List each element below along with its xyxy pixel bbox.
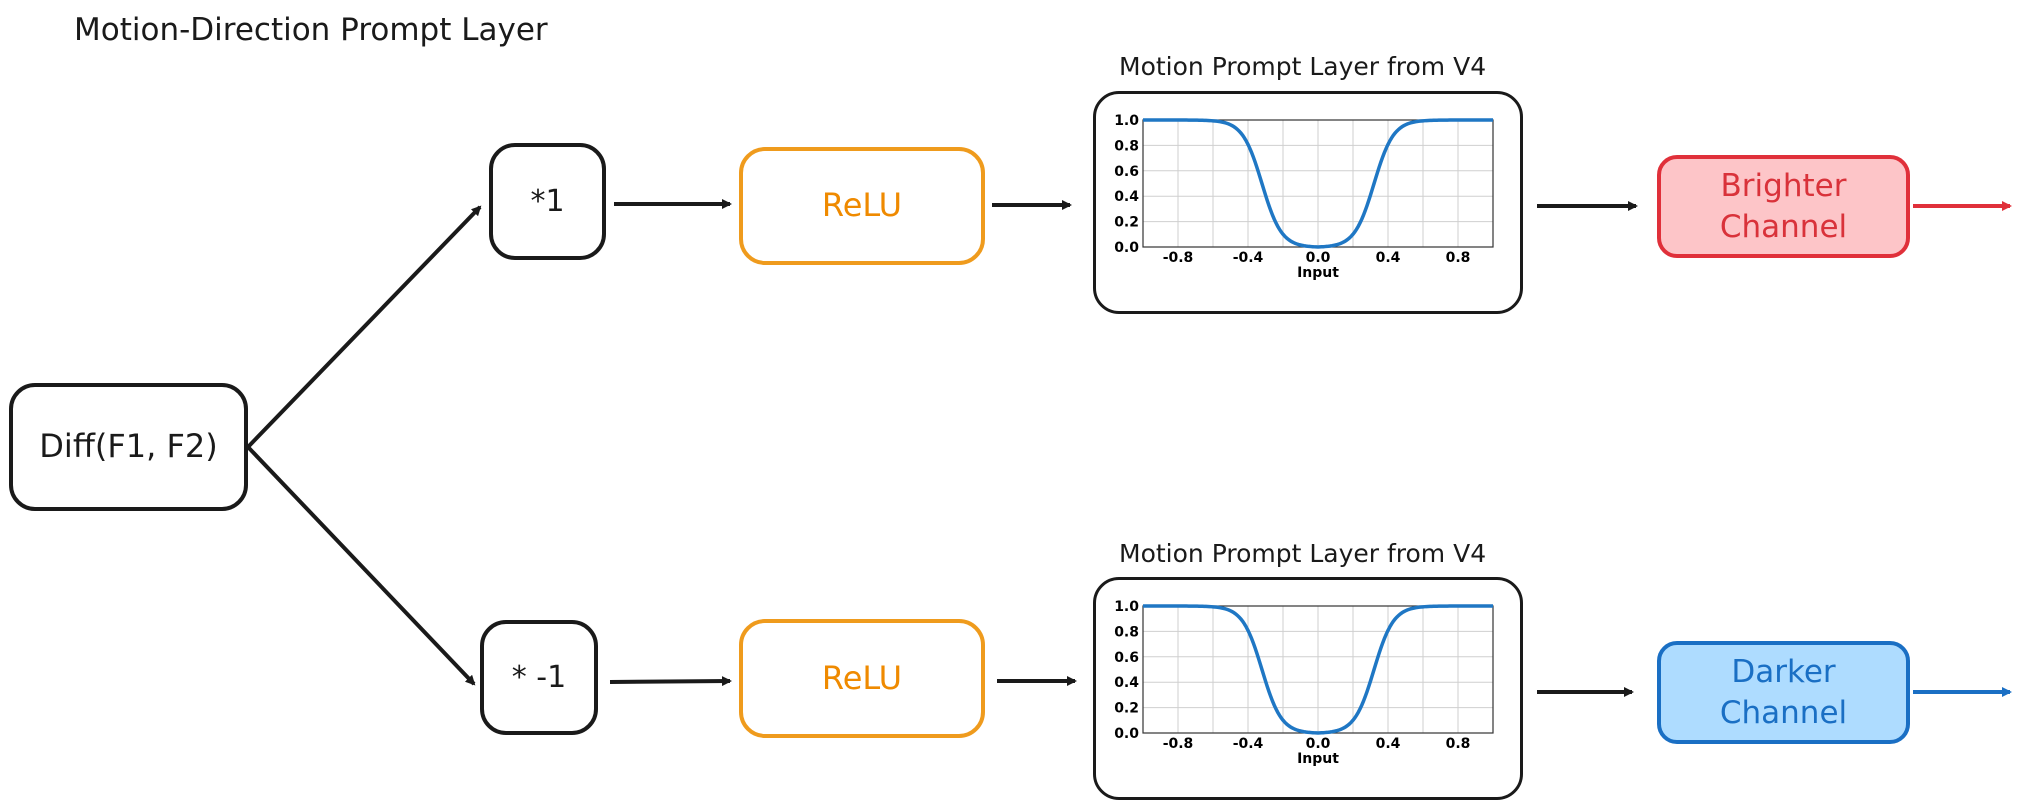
relu-node-bottom: ReLU — [739, 619, 985, 738]
x-tick-label: 0.4 — [1376, 736, 1401, 752]
y-tick-label: 0.0 — [1114, 240, 1139, 256]
y-tick-label: 0.2 — [1114, 215, 1139, 231]
y-tick-label: 0.6 — [1114, 650, 1139, 666]
multiplier-label-bottom: * -1 — [511, 660, 567, 695]
relu-node-top: ReLU — [739, 147, 985, 265]
x-tick-label: -0.4 — [1233, 250, 1264, 266]
y-tick-label: 1.0 — [1114, 113, 1139, 129]
y-tick-label: 0.4 — [1114, 675, 1139, 691]
arrow-diff-to-mult-bottom — [246, 445, 476, 686]
x-tick-label: 0.0 — [1306, 250, 1331, 266]
y-tick-label: 0.6 — [1114, 164, 1139, 180]
x-axis-label: Input — [1297, 751, 1339, 767]
y-tick-label: 1.0 — [1114, 599, 1139, 615]
diagram-title: Motion-Direction Prompt Layer — [74, 12, 548, 48]
x-axis-label: Input — [1297, 265, 1339, 281]
brighter-channel-node: Brighter Channel — [1657, 155, 1910, 258]
y-tick-label: 0.8 — [1114, 624, 1139, 640]
relu-label-top: ReLU — [821, 186, 903, 225]
plot-title-bottom: Motion Prompt Layer from V4 — [1119, 539, 1487, 568]
multiplier-node-top: *1 — [489, 143, 606, 260]
x-tick-label: 0.0 — [1306, 736, 1331, 752]
arrow-mult-to-relu-bottom — [609, 676, 732, 687]
x-tick-label: -0.4 — [1233, 736, 1264, 752]
y-tick-label: 0.4 — [1114, 189, 1139, 205]
brighter-channel-label: Brighter Channel — [1719, 168, 1848, 245]
y-tick-label: 0.2 — [1114, 701, 1139, 717]
plot-title-top: Motion Prompt Layer from V4 — [1119, 52, 1487, 81]
relu-label-bottom: ReLU — [821, 658, 903, 697]
x-tick-label: 0.8 — [1446, 250, 1471, 266]
x-tick-label: -0.8 — [1163, 736, 1194, 752]
darker-channel-node: Darker Channel — [1657, 641, 1910, 744]
x-tick-label: -0.8 — [1163, 250, 1194, 266]
x-tick-label: 0.8 — [1446, 736, 1471, 752]
y-tick-label: 0.0 — [1114, 726, 1139, 742]
x-tick-label: 0.4 — [1376, 250, 1401, 266]
y-tick-label: 0.8 — [1114, 138, 1139, 154]
darker-channel-label: Darker Channel — [1719, 654, 1848, 731]
diff-input-node: Diff(F1, F2) — [9, 383, 248, 511]
multiplier-node-bottom: * -1 — [480, 620, 598, 735]
arrow-diff-to-mult-top — [246, 205, 482, 449]
multiplier-label-top: *1 — [530, 184, 565, 219]
diff-input-label: Diff(F1, F2) — [39, 427, 218, 466]
